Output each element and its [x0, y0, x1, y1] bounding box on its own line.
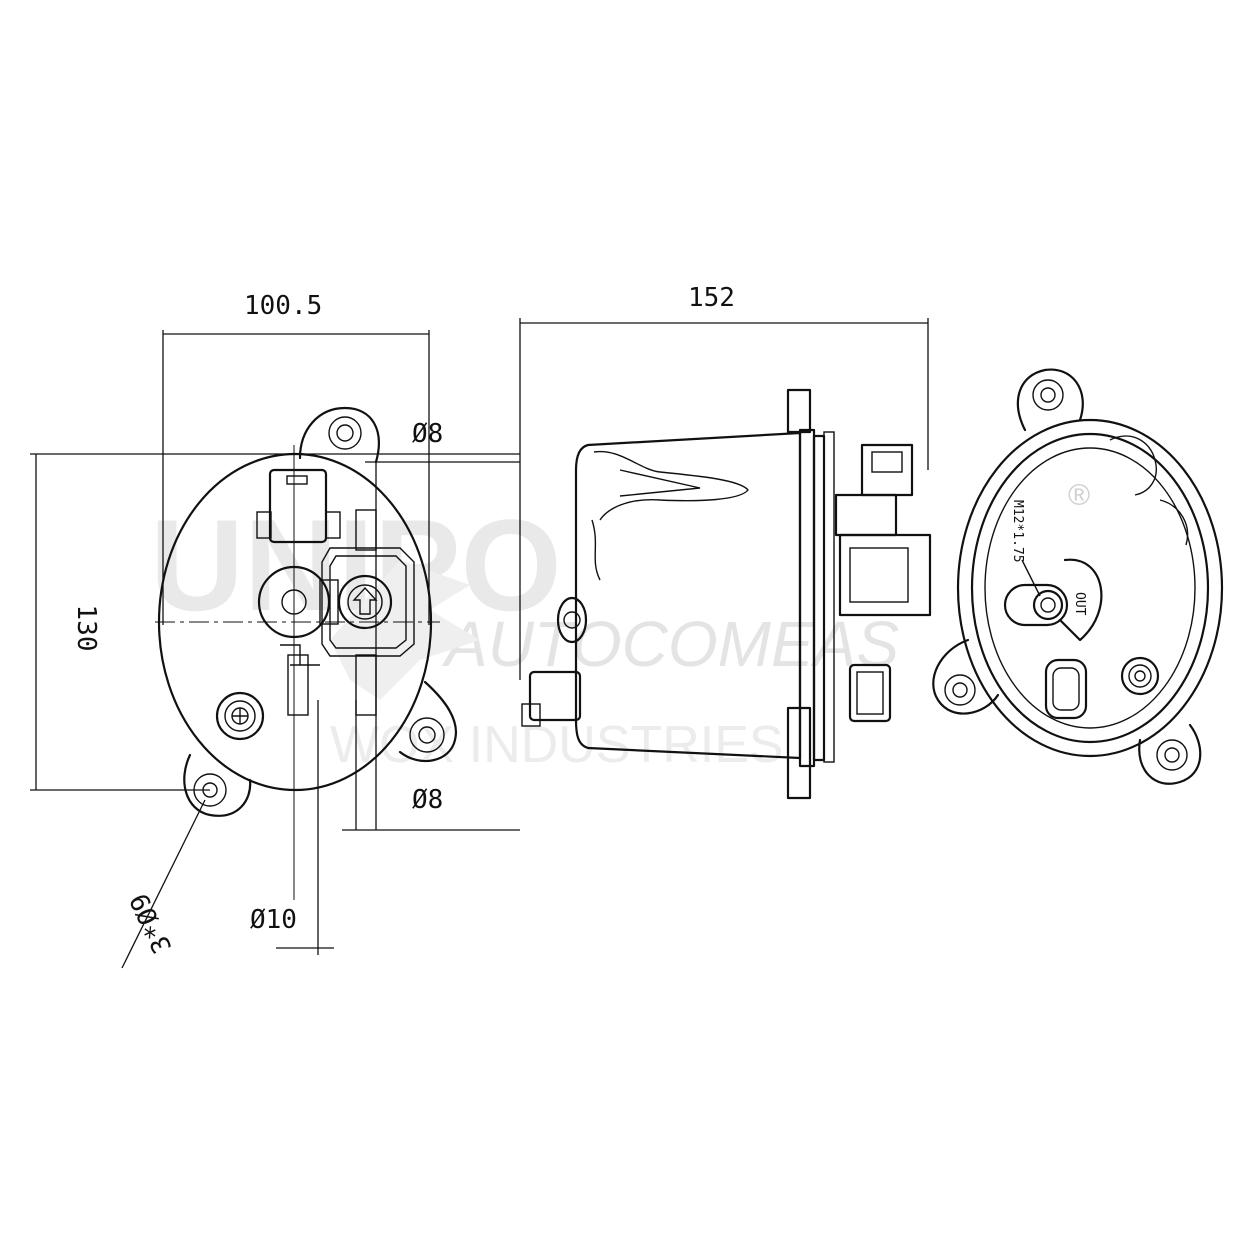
connector-clip-right	[325, 511, 341, 539]
connector-clip-left	[256, 511, 272, 539]
pipe-center-lower	[287, 654, 309, 716]
front-view	[155, 406, 458, 900]
outlet-small-port-mid	[1128, 664, 1152, 688]
outlet-scallop-2	[1159, 499, 1189, 546]
side-rib-edge	[591, 519, 601, 581]
side-tab-top	[786, 388, 812, 434]
outlet-ear-top	[1016, 368, 1084, 432]
outlet-hole-left-inner	[952, 682, 968, 698]
side-view	[521, 388, 932, 800]
outlet-small-port-inner	[1134, 670, 1146, 682]
watermark-registered: ®	[1068, 479, 1090, 512]
side-flange-3	[823, 431, 835, 763]
outlet-hole-left	[944, 674, 976, 706]
side-rib-top	[593, 450, 749, 521]
mount-ear-bottom	[183, 753, 252, 817]
outlet-connector	[1044, 658, 1088, 720]
dim-port-bottom-label: Ø8	[412, 785, 443, 815]
watermark-line2: WOX INDUSTRIES	[330, 716, 784, 774]
flow-arrow-icon	[352, 586, 378, 615]
drain-plug-outer	[215, 691, 265, 741]
outlet-thread-label: M12*1.75	[1010, 500, 1025, 563]
dim-port-top-label: Ø8	[412, 419, 443, 449]
side-connector-inner	[871, 451, 903, 473]
drain-plug-cross	[232, 708, 248, 724]
side-fitting-left	[528, 670, 582, 722]
dim-holes-leader	[121, 799, 206, 969]
watermark-line1: AUTOCOMEAS	[441, 608, 899, 680]
mount-hole-top-inner	[336, 424, 354, 442]
side-rib-inner	[619, 469, 701, 497]
outlet-hole-top-inner	[1040, 387, 1056, 403]
pipe-elbow	[280, 644, 320, 666]
outlet-hole-top	[1032, 379, 1064, 411]
mount-hole-right-inner	[418, 726, 436, 744]
outlet-small-port	[1120, 656, 1160, 696]
side-drain-fitting	[556, 596, 588, 644]
outlet-ear-right	[1138, 723, 1202, 785]
outlet-half-moon	[1058, 558, 1103, 642]
watermark-logo-shape	[330, 560, 480, 700]
mount-ear-right	[398, 680, 458, 762]
outlet-thread-hole	[1032, 589, 1064, 621]
side-flange-2	[812, 434, 826, 762]
side-flange-1	[798, 428, 816, 768]
side-port-body	[838, 533, 932, 617]
side-can-body	[574, 431, 802, 760]
connector-latch	[286, 475, 308, 485]
side-view-dimensions: 152	[519, 283, 929, 680]
outlet-scallop-1	[1109, 435, 1157, 496]
port-bracket-inner	[329, 555, 407, 649]
flow-port-inner	[347, 584, 383, 620]
outlet-thread-leader	[1021, 559, 1041, 597]
outlet-nozzle	[1003, 583, 1069, 627]
side-fitting-lower-inner	[856, 671, 884, 715]
port-bracket	[321, 547, 415, 657]
outlet-ear-left	[932, 638, 1000, 715]
outlet-body-rim	[984, 447, 1196, 729]
mount-hole-top	[328, 416, 362, 450]
outlet-body-outer	[956, 418, 1224, 758]
side-drain-fitting-inner	[563, 611, 581, 629]
outlet-label: OUT	[1072, 592, 1087, 616]
outlet-hole-right	[1156, 739, 1188, 771]
side-port-upper	[834, 493, 898, 537]
dim-length-label: 152	[688, 283, 735, 313]
outlet-view: M12*1.75 OUT	[932, 368, 1224, 785]
flow-port-outer	[337, 574, 393, 630]
dim-height-label: 130	[71, 605, 101, 652]
mount-ear-top	[298, 406, 380, 464]
outlet-hole-right-inner	[1164, 747, 1180, 763]
outlet-thread-hole-inner	[1040, 597, 1056, 613]
outlet-body-inner	[970, 432, 1210, 744]
side-fitting-left-tip	[521, 703, 541, 727]
drain-plug-mid	[224, 700, 256, 732]
side-tab-bottom	[786, 706, 812, 800]
dim-center-label: Ø10	[250, 905, 297, 935]
side-port-inner	[849, 547, 909, 603]
outlet-connector-inner	[1052, 667, 1080, 711]
side-fitting-lower	[848, 663, 892, 723]
connector-housing	[268, 468, 328, 544]
watermark: UNIPO AUTOCOMEAS WOX INDUSTRIES ®	[150, 479, 1090, 774]
mount-hole-right	[409, 717, 445, 753]
dim-width-label: 100.5	[244, 291, 322, 321]
